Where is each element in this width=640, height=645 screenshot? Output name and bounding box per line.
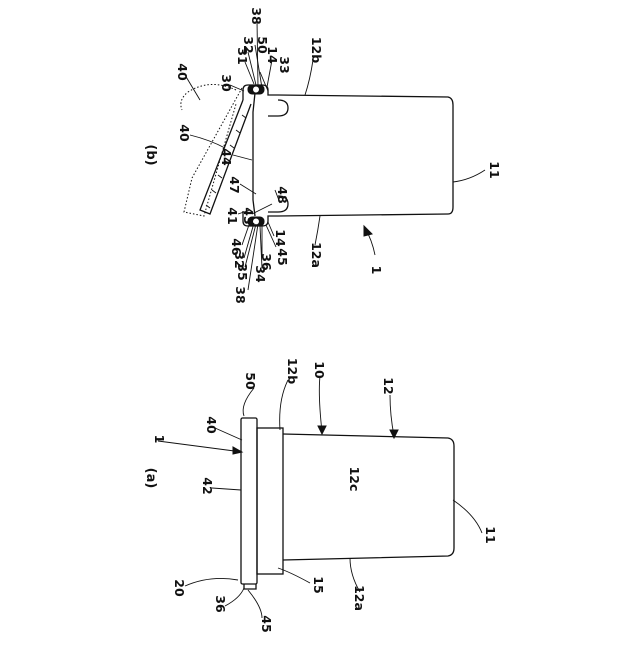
lid-film-44 [253,93,255,216]
figure-a: (a) 1 20 36 45 42 40 50 15 12b 10 12c 12… [143,358,498,633]
label-b-1: 1 [369,266,384,275]
label-a-40: 40 [204,416,219,434]
label-b-40a: 40 [175,63,190,81]
leader-b-11 [453,170,485,182]
label-b-36: 36 [259,253,274,271]
leader-20 [185,578,238,586]
label-a-12b: 12b [285,358,300,384]
container-section-outline [278,95,453,216]
seal-left-inner [253,87,259,93]
label-b-14b: 14 [273,229,288,247]
label-a-12: 12 [381,377,396,394]
label-a-12a: 12a [352,585,367,611]
leader-b-12a [315,216,320,245]
leader-11 [453,500,482,533]
leader-10 [319,376,322,432]
leader-b-40b [190,135,225,148]
rotated-sheet: (a) 1 20 36 45 42 40 50 15 12b 10 12c 12… [143,7,502,632]
label-a-11: 11 [483,526,498,543]
arrowhead-b-1 [364,226,372,236]
pull-tab-36 [244,584,256,589]
label-b-33: 33 [277,56,292,73]
label-a-15: 15 [311,576,326,593]
label-b-47: 47 [227,176,242,193]
label-b-40b: 40 [177,124,192,142]
label-b-45: 45 [275,248,290,265]
label-b-32a: 32 [241,36,256,53]
label-b-35: 35 [235,263,250,280]
label-b-11: 11 [487,161,502,178]
leader-1 [158,441,242,452]
label-b-41: 41 [225,207,240,224]
label-a-45: 45 [259,615,274,632]
leader-b-12b [305,60,313,95]
leader-50 [243,388,254,416]
lid-body-42 [241,418,257,584]
label-b-48: 48 [275,186,290,203]
arrowhead-10 [318,426,326,434]
label-a-20: 20 [172,579,187,597]
label-a-10: 10 [312,361,327,379]
caption-a: (a) [143,468,158,489]
label-a-50: 50 [243,372,258,390]
leader-42 [212,488,241,490]
label-b-38a: 38 [249,7,264,24]
leader-12b [280,380,288,430]
caption-b: (b) [143,144,158,165]
label-b-30: 30 [219,74,234,92]
label-b-12a: 12a [309,242,324,268]
label-a-12c: 12c [347,467,362,492]
label-a-36: 36 [213,595,228,613]
label-a-1: 1 [152,435,167,444]
label-b-44: 44 [219,148,234,166]
leader-b-33 [267,60,272,87]
container-body-12 [283,434,454,560]
leader-b-44 [233,155,252,160]
label-a-42: 42 [200,477,215,494]
label-b-38b: 38 [233,286,248,303]
label-b-43: 43 [241,207,256,224]
figure-b: (b) 40 40 30 31 32 38 50 14 33 12b 44 47… [143,7,502,303]
leader-45 [248,590,262,618]
flange-15 [257,428,283,574]
u-bend-left-48 [268,100,288,116]
label-b-12b: 12b [309,37,324,63]
